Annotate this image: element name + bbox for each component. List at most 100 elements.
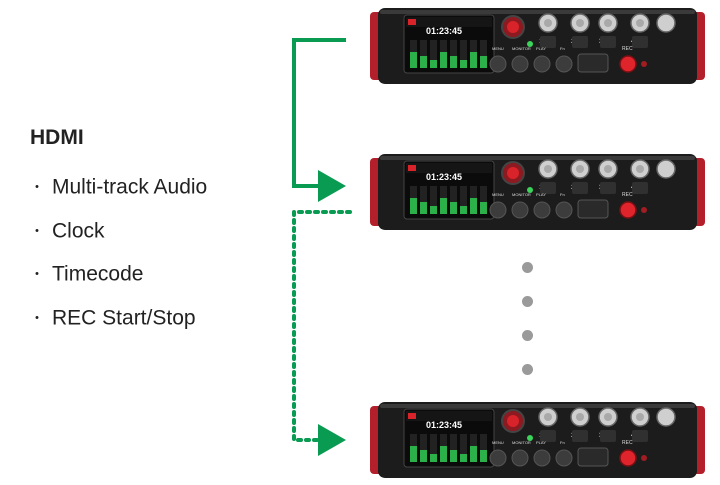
dotted-connection-arrow <box>292 210 352 456</box>
rec-button <box>619 55 637 73</box>
play-label: PLAY <box>536 46 546 51</box>
gain-knob-cap <box>544 19 552 27</box>
play-label: PLAY <box>536 440 546 445</box>
screen-rec-indicator <box>408 19 416 25</box>
fader-switch <box>600 36 616 48</box>
level-meter <box>460 206 467 214</box>
function-button <box>489 55 507 73</box>
level-meter-bg <box>420 434 427 462</box>
ellipsis-dot <box>522 296 533 307</box>
level-meter <box>440 198 447 214</box>
monitor-label: MONITOR <box>512 46 531 51</box>
feature-item: ・Multi-track Audio <box>30 170 207 214</box>
level-meter <box>460 454 467 462</box>
level-meter-bg <box>430 186 437 214</box>
rec-label: REC <box>622 192 633 198</box>
level-meter-bg <box>480 40 487 68</box>
level-meter <box>410 198 417 214</box>
fader-switch <box>632 36 648 48</box>
screen-rec-indicator <box>408 165 416 171</box>
gain-knob-cap <box>604 165 612 173</box>
menu-label: MENU <box>492 440 504 445</box>
rec-led <box>641 207 647 213</box>
solid-connection-arrow <box>292 38 346 202</box>
level-meter <box>430 454 437 462</box>
feature-item: ・Timecode <box>30 257 207 301</box>
fn-label: Fn <box>560 192 565 197</box>
screen-header <box>406 163 492 173</box>
main-encoder-center <box>507 415 519 427</box>
level-meter <box>440 446 447 462</box>
function-button <box>533 201 551 219</box>
feature-item: ・REC Start/Stop <box>30 301 207 345</box>
feature-label: Multi-track Audio <box>52 175 208 199</box>
device-top-edge <box>380 10 695 14</box>
level-meter-bg <box>430 434 437 462</box>
level-meter <box>450 202 457 214</box>
gain-knob-cap <box>636 165 644 173</box>
level-meter-bg <box>460 434 467 462</box>
function-button <box>533 449 551 467</box>
level-meter-bg <box>430 40 437 68</box>
feature-label: Timecode <box>52 262 144 286</box>
level-meter-bg <box>480 186 487 214</box>
level-meter <box>430 206 437 214</box>
feature-item: ・ Clock <box>30 214 207 258</box>
rec-button <box>619 201 637 219</box>
fader-switch <box>572 430 588 442</box>
feature-label: Clock <box>52 218 105 242</box>
fader-switch <box>540 36 556 48</box>
bullet-icon: ・ <box>30 222 44 239</box>
level-meter-bg <box>450 40 457 68</box>
level-meter-bg <box>420 186 427 214</box>
feature-list: ・Multi-track Audio ・ Clock ・Timecode ・REC… <box>30 170 207 344</box>
recorder-device-3: 01:23:451234MENUMONITORPLAYFnREC <box>370 400 705 480</box>
hdmi-heading: HDMI <box>30 126 84 149</box>
recorder-device-2: 01:23:451234MENUMONITORPLAYFnREC <box>370 152 705 232</box>
rec-button <box>619 449 637 467</box>
level-meter-bg <box>460 40 467 68</box>
level-meter <box>450 450 457 462</box>
screen-header <box>406 17 492 27</box>
level-meter <box>440 52 447 68</box>
level-meter-bg <box>450 186 457 214</box>
recorder-device-1: 01:23:451234MENUMONITORPLAYFnREC <box>370 6 705 86</box>
gain-knob <box>656 159 676 179</box>
level-meter <box>420 56 427 68</box>
monitor-label: MONITOR <box>512 192 531 197</box>
fader-switch <box>632 182 648 194</box>
hdmi-slot <box>577 53 609 73</box>
screen-time: 01:23:45 <box>426 420 462 430</box>
menu-label: MENU <box>492 46 504 51</box>
level-meter <box>410 446 417 462</box>
status-led <box>527 435 533 441</box>
function-button <box>555 449 573 467</box>
fader-switch <box>572 36 588 48</box>
function-button <box>511 449 529 467</box>
menu-label: MENU <box>492 192 504 197</box>
gain-knob-cap <box>576 19 584 27</box>
rec-label: REC <box>622 440 633 446</box>
play-label: PLAY <box>536 192 546 197</box>
fn-label: Fn <box>560 46 565 51</box>
status-led <box>527 41 533 47</box>
level-meter-bg <box>450 434 457 462</box>
fader-switch <box>632 430 648 442</box>
gain-knob-cap <box>636 413 644 421</box>
device-top-edge <box>380 404 695 408</box>
fader-switch <box>600 430 616 442</box>
fader-switch <box>600 182 616 194</box>
function-button <box>511 55 529 73</box>
level-meter <box>450 56 457 68</box>
function-button <box>511 201 529 219</box>
screen-time: 01:23:45 <box>426 26 462 36</box>
level-meter <box>430 60 437 68</box>
level-meter <box>480 56 487 68</box>
screen-header <box>406 411 492 421</box>
device-top-edge <box>380 156 695 160</box>
ellipsis-dot <box>522 262 533 273</box>
rec-led <box>641 61 647 67</box>
screen-rec-indicator <box>408 413 416 419</box>
gain-knob <box>656 13 676 33</box>
